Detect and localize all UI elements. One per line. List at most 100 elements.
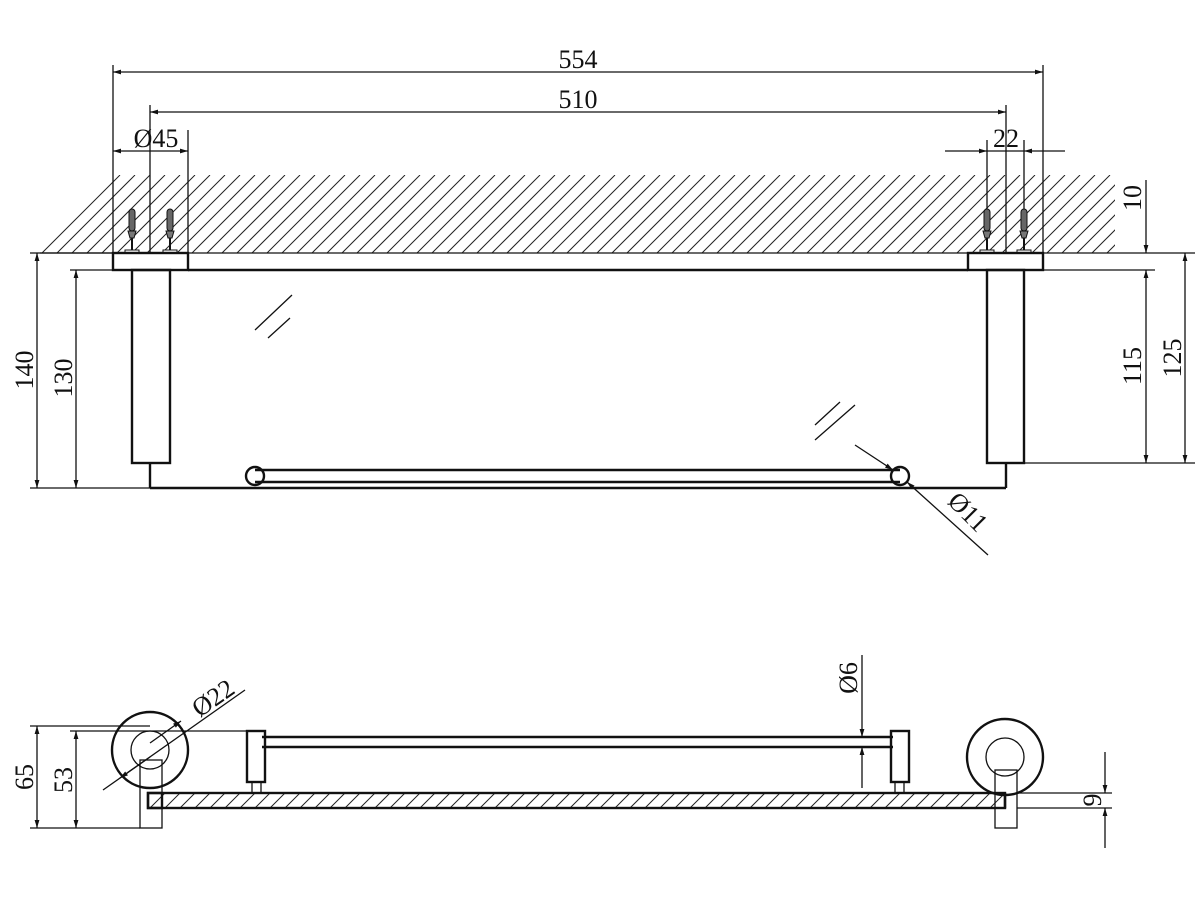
hatch-line xyxy=(911,175,991,253)
hatch-line xyxy=(671,175,751,253)
base-plate-left xyxy=(111,251,190,272)
hatch-line xyxy=(584,793,601,808)
hatch-line xyxy=(824,793,841,808)
hatch-line xyxy=(821,175,901,253)
hatch-line xyxy=(494,793,511,808)
hatch-line xyxy=(269,793,286,808)
dim-label-bracket-diameter: Ø22 xyxy=(186,673,239,722)
dim-label-total-depth: 140 xyxy=(10,351,39,390)
base-plate-right xyxy=(966,251,1045,272)
hatch-line xyxy=(419,793,436,808)
hatch-line xyxy=(611,175,691,253)
dimension-554: 554 xyxy=(112,45,1044,253)
hatch-line xyxy=(959,793,976,808)
hatch-line xyxy=(866,175,946,253)
dimension-side-heights: 65 53 xyxy=(10,725,247,829)
hatch-line xyxy=(779,793,796,808)
hatch-line xyxy=(116,175,196,253)
dimension-depth-left: 140 130 xyxy=(10,252,150,489)
dimension-post-width: 22 xyxy=(945,124,1065,253)
hatch-line xyxy=(404,793,421,808)
hatch-line xyxy=(674,793,691,808)
hatch-line xyxy=(1076,214,1115,253)
hatch-line xyxy=(971,175,1051,253)
hatch-line xyxy=(236,175,316,253)
dimension-rail-diameter: Ø6 xyxy=(834,655,865,788)
hatch-line xyxy=(86,175,166,253)
hatch-line xyxy=(209,793,226,808)
hatch-line xyxy=(851,175,931,253)
hatch-line xyxy=(836,175,916,253)
hatch-line xyxy=(539,793,556,808)
hatch-line xyxy=(359,793,376,808)
hatch-line xyxy=(761,175,841,253)
hatch-line xyxy=(791,175,871,253)
hatch-line xyxy=(599,793,616,808)
dim-label-mount-spacing: 510 xyxy=(559,85,598,114)
hatch-line xyxy=(191,175,271,253)
dimension-510: 510 xyxy=(149,85,1007,253)
hatch-line xyxy=(206,175,286,253)
hatch-line xyxy=(716,175,796,253)
hatch-line xyxy=(176,175,256,253)
hatch-line xyxy=(266,175,346,253)
wall-anchor-icon xyxy=(1016,208,1032,254)
hatch-line xyxy=(326,175,406,253)
hatch-line xyxy=(389,793,406,808)
hatch-line xyxy=(1182,175,1200,253)
dim-label-glass-depth: 130 xyxy=(49,359,78,398)
hatch-line xyxy=(194,793,211,808)
hatch-line xyxy=(869,793,886,808)
hatch-line xyxy=(764,793,781,808)
hatch-line xyxy=(839,793,856,808)
hatch-line xyxy=(221,175,301,253)
hatch-line xyxy=(296,175,376,253)
hatch-line xyxy=(1091,229,1115,253)
hatch-line xyxy=(941,175,1021,253)
hatch-line xyxy=(944,793,961,808)
glass-section xyxy=(146,791,1007,810)
hatch-line xyxy=(464,793,481,808)
hatch-line xyxy=(806,175,886,253)
hatch-line xyxy=(299,793,316,808)
hatch-line xyxy=(281,175,361,253)
hatch-line xyxy=(569,793,586,808)
hatch-line xyxy=(881,175,961,253)
dimension-bracket-diameter: Ø22 xyxy=(102,673,246,791)
hatch-line xyxy=(794,793,811,808)
hatch-line xyxy=(42,175,121,253)
hatch-line xyxy=(536,175,616,253)
hatch-line xyxy=(401,175,481,253)
hatch-line xyxy=(476,175,556,253)
hatch-line xyxy=(146,175,226,253)
hatch-line xyxy=(746,175,826,253)
hatch-line xyxy=(341,175,421,253)
hatch-line xyxy=(689,793,706,808)
dim-label-rail-end-diameter: Ø11 xyxy=(942,486,993,537)
hatch-line xyxy=(374,793,391,808)
hatch-line xyxy=(371,175,451,253)
dimension-glass-thickness: 9 xyxy=(1017,752,1112,848)
hatch-line xyxy=(1046,184,1115,253)
hatch-line xyxy=(479,793,496,808)
dim-label-overall-width: 554 xyxy=(559,45,598,74)
hatch-line xyxy=(1061,199,1115,253)
hatch-line xyxy=(734,793,751,808)
hatch-line xyxy=(434,793,451,808)
dimension-depth-right: 10 115 125 xyxy=(1024,180,1195,464)
hatch-line xyxy=(179,793,196,808)
hatch-line xyxy=(386,175,466,253)
hatch-line xyxy=(356,175,436,253)
post-right xyxy=(985,268,1026,465)
hatch-line xyxy=(431,175,511,253)
dim-label-total-height: 65 xyxy=(10,764,39,790)
hatch-line xyxy=(974,793,991,808)
hatch-line xyxy=(491,175,571,253)
hatch-line xyxy=(686,175,766,253)
hatch-line xyxy=(581,175,661,253)
hatch-line xyxy=(461,175,541,253)
wall-anchor-icon xyxy=(162,208,178,254)
hatch-line xyxy=(566,175,646,253)
hatch-line xyxy=(101,175,181,253)
